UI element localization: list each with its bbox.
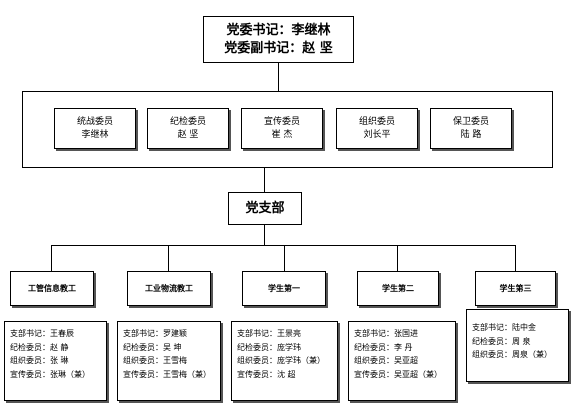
committee-member-organization: 组织委员 刘长平 — [336, 108, 418, 149]
info-line: 宣传委员：沈 超 — [237, 369, 296, 379]
committee-member-united-front: 统战委员 李继林 — [54, 108, 136, 149]
subbranch-title-4: 学生第二 — [357, 271, 439, 306]
connector-drop-3 — [284, 245, 285, 271]
subbranch-info-4: 支部书记：张国进 纪检委员：李 丹 组织委员：吴亚超 宣传委员：吴亚超（兼） — [348, 321, 456, 401]
party-secretary-box: 党委书记：李继林 党委副书记：赵 坚 — [203, 16, 354, 63]
info-line: 支部书记：王景亮 — [237, 329, 301, 338]
info-line: 纪检委员：李 丹 — [354, 342, 413, 352]
subbranch-title-2: 工业物流教工 — [127, 271, 211, 306]
info-line: 纪检委员：吴 坤 — [123, 342, 182, 352]
member-name: 崔 杰 — [271, 130, 293, 140]
connector-drop-4 — [397, 245, 398, 271]
connector-drop-1 — [51, 245, 52, 271]
member-role: 统战委员 — [76, 117, 113, 127]
info-line: 组织委员：王雪梅 — [123, 356, 187, 365]
connector-committee-to-branch — [264, 168, 265, 192]
committee-member-discipline: 纪检委员 赵 坚 — [147, 108, 229, 149]
info-line: 纪检委员：周 泉 — [472, 336, 531, 346]
member-name: 李继林 — [81, 130, 109, 140]
connector-branch-down — [264, 225, 265, 245]
secretary-label: 党委书记：李继林 — [226, 23, 331, 38]
member-role: 组织委员 — [358, 117, 395, 127]
member-name: 刘长平 — [363, 130, 391, 140]
member-role: 宣传委员 — [263, 117, 300, 127]
member-role: 保卫委员 — [452, 117, 489, 127]
connector-drop-5 — [515, 245, 516, 271]
connector-horizontal-bus — [51, 245, 516, 246]
subbranch-info-2: 支部书记：罗建颖 纪检委员：吴 坤 组织委员：王雪梅 宣传委员：王雪梅（兼） — [117, 321, 221, 401]
info-line: 纪检委员：赵 静 — [10, 342, 69, 352]
info-line: 组织委员：张 琳 — [10, 356, 69, 365]
info-line: 支部书记：陆中金 — [472, 323, 536, 332]
info-line: 支部书记：王春辰 — [10, 329, 74, 338]
member-name: 陆 路 — [460, 130, 482, 140]
subbranch-info-1: 支部书记：王春辰 纪检委员：赵 静 组织委员：张 琳 宣传委员：张琳（兼） — [4, 321, 107, 401]
member-name: 赵 坚 — [177, 130, 199, 140]
info-line: 组织委员：吴亚超 — [354, 356, 418, 365]
connector-top-to-committee — [278, 63, 279, 91]
info-line: 组织委员：庞学玮（兼） — [237, 356, 325, 365]
deputy-secretary-label: 党委副书记：赵 坚 — [224, 41, 333, 56]
info-line: 支部书记：张国进 — [354, 329, 418, 338]
subbranch-title-1: 工管信息教工 — [10, 271, 94, 306]
subbranch-info-5: 支部书记：陆中金 纪检委员：周 泉 组织委员：周泉（兼） — [466, 309, 569, 382]
subbranch-info-3: 支部书记：王景亮 纪检委员：庞学玮 组织委员：庞学玮（兼） 宣传委员：沈 超 — [231, 321, 338, 401]
committee-member-publicity: 宣传委员 崔 杰 — [241, 108, 323, 149]
committee-member-security: 保卫委员 陆 路 — [430, 108, 512, 149]
info-line: 纪检委员：庞学玮 — [237, 342, 301, 352]
info-line: 宣传委员：吴亚超（兼） — [354, 369, 442, 379]
info-line: 组织委员：周泉（兼） — [472, 350, 552, 359]
member-role: 纪检委员 — [169, 117, 206, 127]
subbranch-title-3: 学生第一 — [242, 271, 326, 306]
party-branch-box: 党支部 — [228, 192, 302, 225]
info-line: 支部书记：罗建颖 — [123, 329, 187, 338]
subbranch-title-5: 学生第三 — [475, 271, 556, 306]
info-line: 宣传委员：王雪梅（兼） — [123, 369, 211, 379]
info-line: 宣传委员：张琳（兼） — [10, 369, 90, 379]
connector-drop-2 — [168, 245, 169, 271]
